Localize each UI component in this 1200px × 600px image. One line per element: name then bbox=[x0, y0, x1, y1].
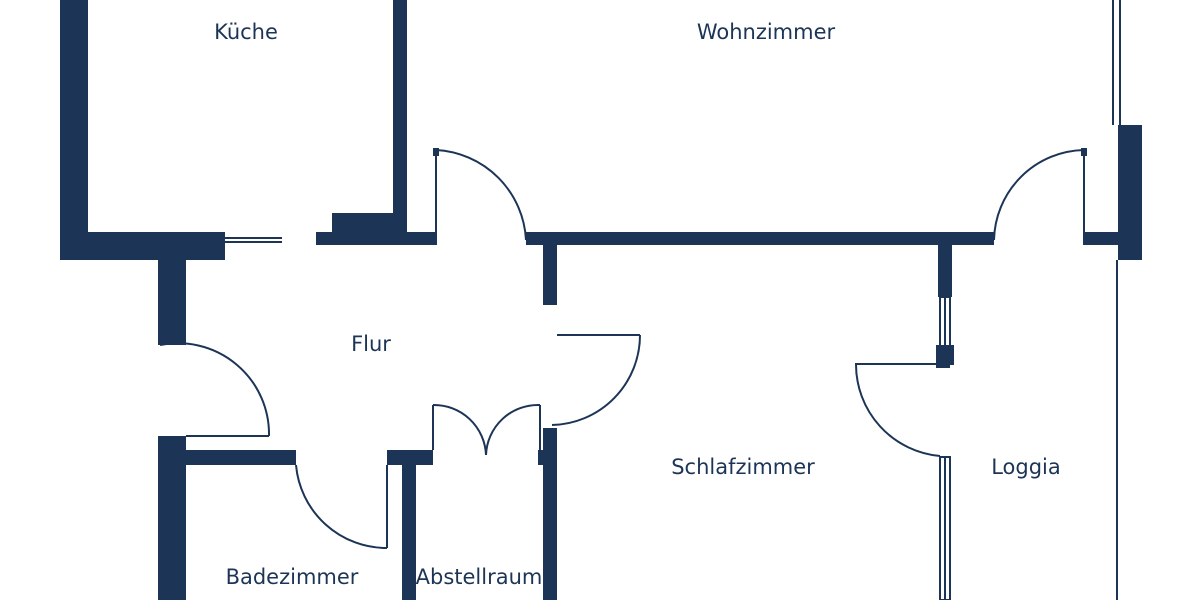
door-swing-loggia bbox=[854, 363, 941, 457]
wall-living-bottom bbox=[526, 232, 994, 245]
door-jambs bbox=[433, 148, 1087, 368]
door-swing-hall-living bbox=[435, 149, 527, 241]
wall-kitchen-bottom bbox=[60, 232, 225, 260]
jamb-hall-living bbox=[433, 148, 439, 156]
room-label-loggia: Loggia bbox=[991, 455, 1061, 479]
wall-kitchen-notch bbox=[332, 213, 395, 233]
room-label-schlafzimmer: Schlafzimmer bbox=[671, 455, 815, 479]
wall-kitchen-bottom-right bbox=[316, 232, 436, 245]
room-labels: Küche Wohnzimmer Flur Schlafzimmer Loggi… bbox=[214, 20, 1061, 589]
wall-bath-storage bbox=[402, 450, 416, 600]
room-label-badezimmer: Badezimmer bbox=[226, 565, 359, 589]
wall-kitchen-right bbox=[393, 0, 407, 245]
wall-storage-right-upper bbox=[543, 245, 557, 305]
door-swing-bath bbox=[295, 464, 388, 550]
jamb-living-loggia bbox=[1081, 148, 1087, 156]
room-label-flur: Flur bbox=[351, 332, 391, 356]
wall-right-pillar bbox=[1118, 125, 1142, 260]
walls bbox=[60, 0, 1142, 600]
wall-kitchen-left bbox=[60, 0, 88, 260]
wall-hall-left-upper bbox=[158, 245, 186, 345]
wall-loggia-partition-top bbox=[938, 245, 952, 297]
room-label-wohnzimmer: Wohnzimmer bbox=[697, 20, 836, 44]
door-swing-storage-right bbox=[485, 403, 541, 456]
wall-bath-top-left bbox=[186, 450, 296, 465]
wall-living-bottom-right bbox=[1084, 232, 1118, 245]
door-swing-storage-left bbox=[432, 403, 487, 456]
wall-storage-right-lower bbox=[543, 428, 557, 600]
room-label-abstellraum: Abstellraum bbox=[416, 565, 543, 589]
door-swing-entrance bbox=[159, 342, 271, 437]
wall-hall-left-lower bbox=[158, 436, 186, 600]
door-swing-living-loggia bbox=[993, 149, 1085, 241]
thin-lines bbox=[159, 0, 1121, 600]
wall-storage-right-nub bbox=[538, 450, 546, 465]
door-swing-bedroom bbox=[551, 334, 641, 426]
room-label-kueche: Küche bbox=[214, 20, 278, 44]
jamb-loggia-window-top bbox=[936, 345, 954, 365]
